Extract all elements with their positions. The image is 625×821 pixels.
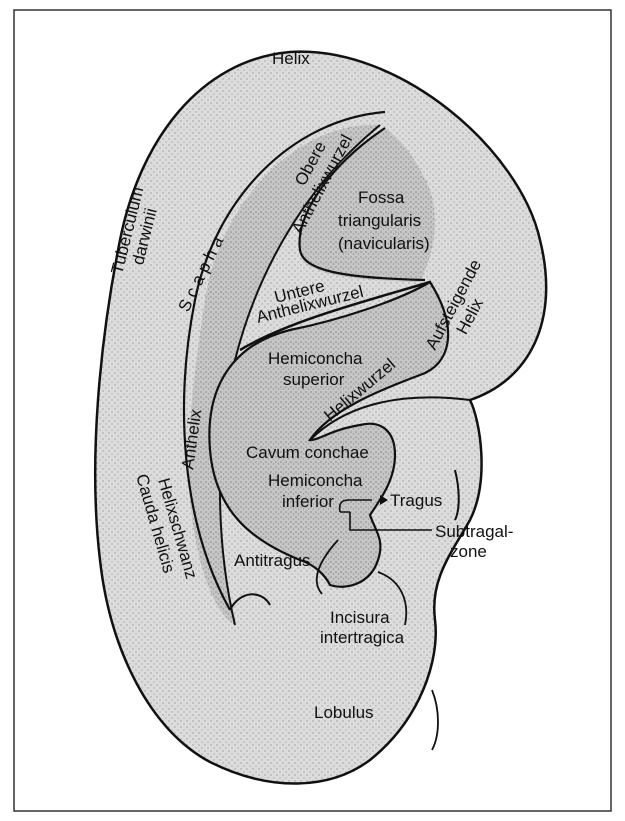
label-hemiconcha-superior-1: Hemiconcha [268, 349, 363, 368]
label-subtragal-2: zone [450, 542, 487, 561]
label-incisura-1: Incisura [330, 608, 390, 627]
label-cavum-conchae: Cavum conchae [246, 443, 369, 462]
label-helix: Helix [272, 49, 310, 68]
label-incisura-2: intertragica [320, 628, 405, 647]
label-fossa-2: triangularis [338, 211, 421, 230]
label-subtragal-1: Subtragal- [435, 522, 513, 541]
label-hemiconcha-inferior-2: inferior [282, 492, 334, 511]
label-antitragus: Antitragus [234, 551, 311, 570]
label-hemiconcha-inferior-1: Hemiconcha [268, 471, 363, 490]
label-lobulus: Lobulus [314, 703, 374, 722]
label-tragus: Tragus [390, 491, 442, 510]
label-fossa-1: Fossa [358, 188, 405, 207]
label-hemiconcha-superior-2: superior [283, 370, 345, 389]
label-fossa-3: (navicularis) [338, 234, 430, 253]
